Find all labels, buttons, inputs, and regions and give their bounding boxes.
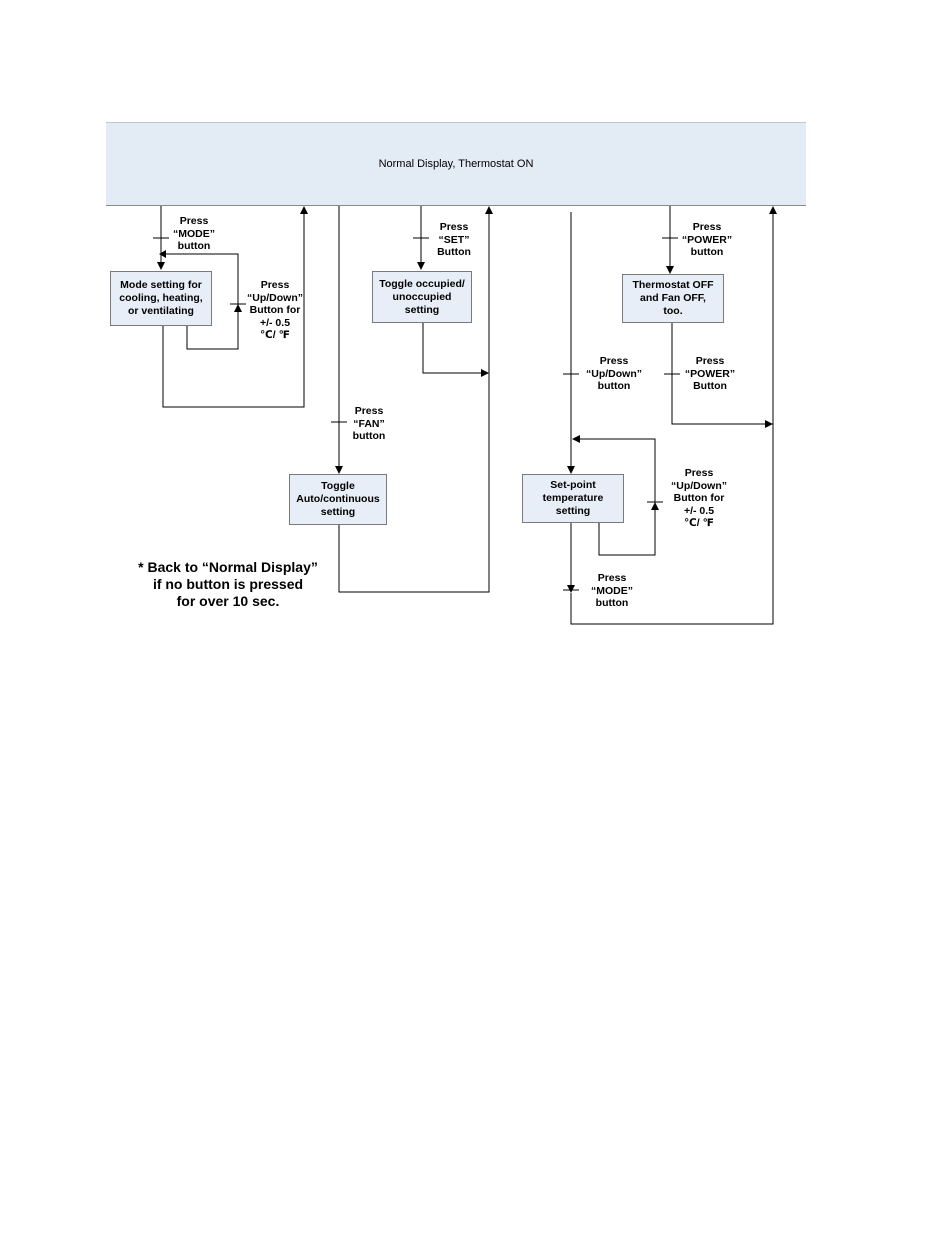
arrowhead: [159, 250, 166, 258]
arrowhead: [335, 466, 343, 474]
connector: [162, 214, 305, 408]
arrowhead: [765, 420, 773, 428]
normal-display-title: Normal Display, Thermostat ON: [378, 158, 534, 170]
mode-setting-box: Mode setting for cooling, heating, or ve…: [110, 271, 212, 326]
arrowhead: [157, 262, 165, 270]
press-updown-mode-label: Press “Up/Down” Button for +/- 0.5 ℃/ ℉: [247, 279, 303, 341]
press-mode-label: Press “MODE” button: [173, 215, 215, 252]
arrowhead: [485, 206, 493, 214]
arrowhead: [417, 262, 425, 270]
press-mode-setpoint-label: Press “MODE” button: [591, 572, 633, 609]
arrowhead: [769, 206, 777, 214]
toggle-occupied-box: Toggle occupied/ unoccupied setting: [372, 271, 472, 323]
thermostat-off-box: Thermostat OFF and Fan OFF, too.: [622, 274, 724, 323]
arrowhead: [666, 266, 674, 274]
connector: [671, 323, 765, 425]
press-updown-label: Press “Up/Down” button: [586, 355, 642, 392]
arrowhead: [567, 466, 575, 474]
connector: [166, 253, 239, 350]
press-power-return-label: Press “POWER” Button: [684, 355, 736, 392]
normal-display-box: Normal Display, Thermostat ON: [106, 122, 806, 206]
press-set-label: Press “SET” Button: [437, 221, 471, 258]
arrowhead: [572, 435, 580, 443]
press-updown-setpoint-label: Press “Up/Down” Button for +/- 0.5 ℃/ ℉: [671, 467, 727, 529]
connector: [580, 438, 656, 556]
connector: [570, 214, 774, 625]
press-power-label: Press “POWER” button: [681, 221, 733, 258]
arrowhead: [567, 585, 575, 593]
arrowhead: [651, 502, 659, 510]
timeout-note: * Back to “Normal Display” if no button …: [138, 559, 318, 609]
arrowhead: [300, 206, 308, 214]
setpoint-temperature-box: Set-point temperature setting: [522, 474, 624, 523]
arrowhead: [234, 304, 242, 312]
toggle-fan-box: Toggle Auto/continuous setting: [289, 474, 387, 525]
connector: [338, 214, 490, 593]
press-fan-label: Press “FAN” button: [352, 405, 386, 442]
connector: [422, 323, 481, 374]
arrowhead: [481, 369, 489, 377]
